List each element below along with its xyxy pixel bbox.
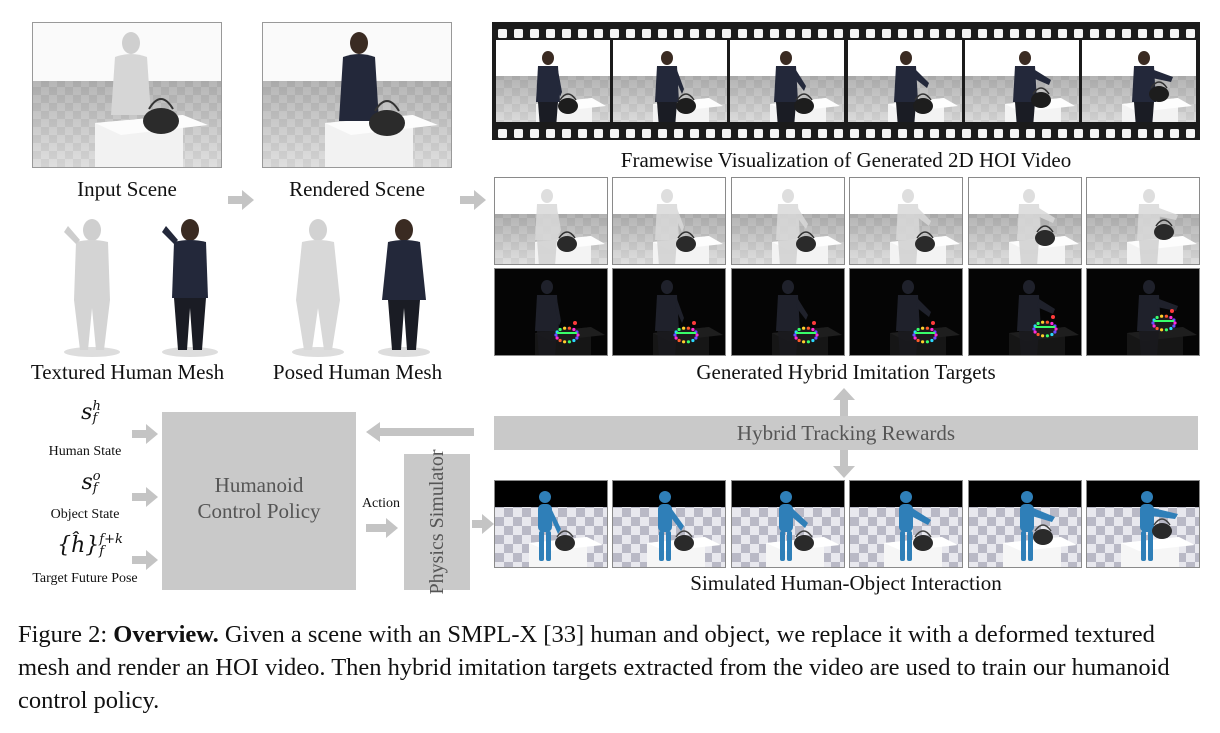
caption-bold: Overview. [113, 621, 218, 648]
kp-frame [849, 268, 963, 356]
mesh-frame [1086, 177, 1200, 265]
film-frame [965, 40, 1079, 122]
film-frame [613, 40, 727, 122]
mesh-frame [731, 177, 845, 265]
mesh-frame [494, 177, 608, 265]
mesh-frame [612, 177, 726, 265]
human-state-label: Human State [20, 444, 150, 460]
kp-frame [968, 268, 1082, 356]
mesh-frame [968, 177, 1082, 265]
rendered-scene-image [262, 22, 452, 168]
sim-frame [612, 480, 726, 568]
arrow-right-icon [366, 518, 398, 538]
figure-caption: Figure 2: Overview. Given a scene with a… [18, 618, 1208, 717]
simulated-label: Simulated Human-Object Interaction [492, 571, 1200, 596]
object-state-label: Object State [20, 507, 150, 523]
arrow-left-icon [366, 422, 474, 442]
sim-frame [1086, 480, 1200, 568]
textured-mesh-label: Textured Human Mesh [10, 360, 245, 385]
filmstrip [492, 22, 1200, 140]
arrow-up-icon [833, 388, 855, 416]
framewise-label: Framewise Visualization of Generated 2D … [492, 148, 1200, 173]
film-frame [730, 40, 844, 122]
posed-mesh-label: Posed Human Mesh [250, 360, 465, 385]
arrow-right-icon [132, 487, 158, 507]
input-scene-label: Input Scene [32, 177, 222, 202]
arrow-right-icon [472, 514, 494, 534]
sim-frame [968, 480, 1082, 568]
simulated-frames-row [494, 480, 1200, 568]
policy-label: Humanoid Control Policy [162, 472, 356, 525]
sim-frame [494, 480, 608, 568]
arrow-down-icon [833, 450, 855, 478]
sim-frame [849, 480, 963, 568]
sim-frame [731, 480, 845, 568]
keypoint-frames-row [494, 268, 1200, 356]
kp-frame [1086, 268, 1200, 356]
arrow-right-icon [460, 190, 486, 210]
input-scene-image [32, 22, 222, 168]
hybrid-targets-label: Generated Hybrid Imitation Targets [492, 360, 1200, 385]
posed-human-mesh-image [270, 212, 450, 362]
rendered-scene-label: Rendered Scene [262, 177, 452, 202]
physics-simulator-label: Physics Simulator [423, 422, 451, 622]
kp-frame [494, 268, 608, 356]
film-frame [848, 40, 962, 122]
arrow-right-icon [228, 190, 254, 210]
kp-frame [731, 268, 845, 356]
arrow-right-icon [132, 424, 158, 444]
hybrid-rewards-label: Hybrid Tracking Rewards [494, 420, 1198, 446]
target-future-pose-label: Target Future Pose [10, 571, 160, 587]
textured-human-mesh-image [30, 212, 230, 362]
action-label: Action [356, 496, 406, 512]
arrow-right-icon [132, 550, 158, 570]
film-frame [496, 40, 610, 122]
mesh-frames-row [494, 177, 1200, 265]
kp-frame [612, 268, 726, 356]
mesh-frame [849, 177, 963, 265]
film-frame [1082, 40, 1196, 122]
